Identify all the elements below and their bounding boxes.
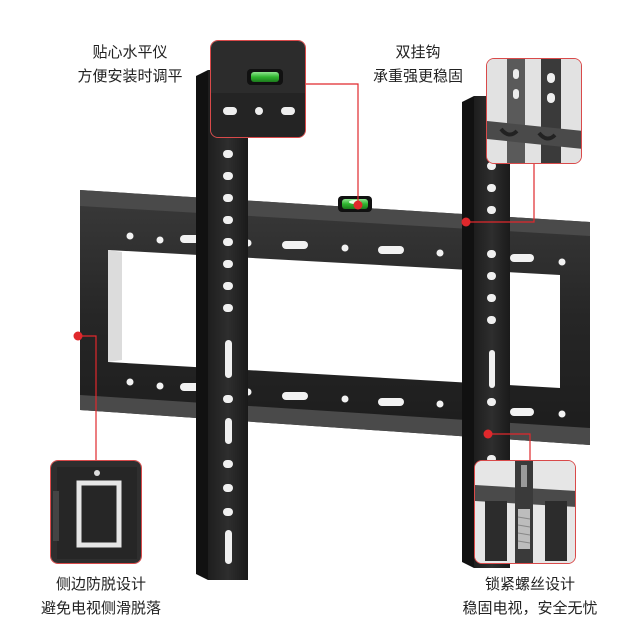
left-vertical-arm	[196, 70, 248, 580]
double-hook-caption: 双挂钩 承重强更稳固	[358, 40, 478, 88]
lock-screw-detail-inset	[474, 460, 576, 564]
side-guard-caption-line2: 避免电视侧滑脱落	[40, 599, 161, 617]
double-hook-caption-line2: 承重强更稳固	[372, 67, 463, 85]
side-guard-detail-inset	[50, 460, 142, 564]
level-caption: 贴心水平仪 方便安装时调平	[60, 40, 200, 88]
wall-plate	[80, 190, 590, 445]
lock-screw-caption: 锁紧螺丝设计 稳固电视，安全无忧	[440, 572, 620, 620]
level-caption-line1: 贴心水平仪	[92, 43, 168, 61]
level-detail-inset	[210, 40, 306, 138]
lock-screw-caption-line1: 锁紧螺丝设计	[484, 575, 575, 593]
side-guard-caption: 侧边防脱设计 避免电视侧滑脱落	[26, 572, 176, 620]
side-guard-caption-line1: 侧边防脱设计	[55, 575, 146, 593]
double-hook-detail-inset	[486, 58, 582, 164]
double-hook-caption-line1: 双挂钩	[395, 43, 441, 61]
callout-markers	[73, 200, 493, 439]
lock-screw-caption-line2: 稳固电视，安全无忧	[462, 599, 598, 617]
level-caption-line2: 方便安装时调平	[77, 67, 183, 85]
